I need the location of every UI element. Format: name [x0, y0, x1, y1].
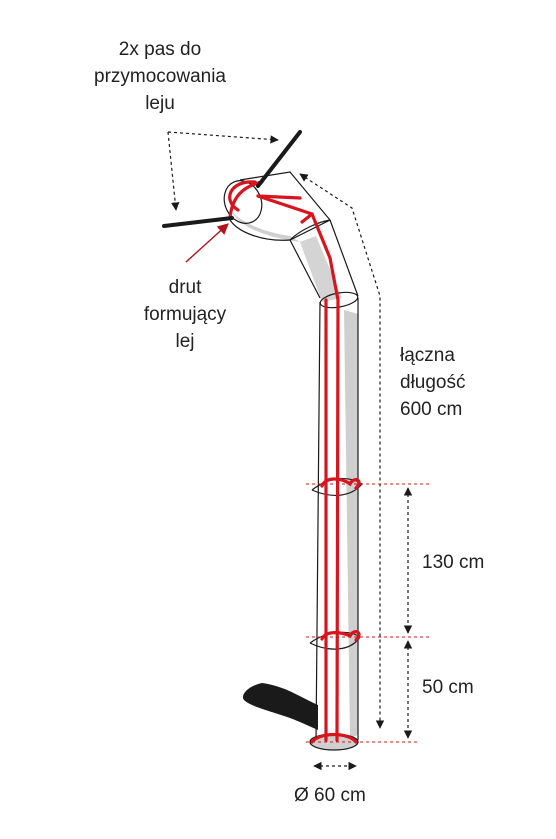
wire-label-line-2: formujący	[144, 304, 227, 325]
dashed-arrow-icon	[167, 131, 279, 211]
total-length-label: łączna długość 600 cm	[400, 345, 466, 420]
segment-upper-label: 130 cm	[422, 552, 484, 573]
diameter-label: Ø 60 cm	[294, 785, 366, 806]
red-wire	[228, 180, 361, 744]
total-length-line-3: 600 cm	[400, 399, 462, 420]
strap-label: 2x pas do przymocowania leju	[94, 39, 226, 114]
segment-dimension-arrows	[313, 487, 413, 771]
ground-shadow	[242, 683, 318, 730]
total-length-arrow	[299, 173, 385, 729]
wire-label: drut formujący lej	[144, 277, 227, 352]
total-length-line-1: łączna	[400, 345, 455, 366]
segment-lower-label: 50 cm	[422, 677, 474, 698]
wire-label-line-3: lej	[175, 331, 194, 352]
strap-label-line-3: leju	[145, 93, 175, 114]
red-arrow-icon	[185, 223, 229, 263]
wire-label-line-1: drut	[169, 277, 202, 298]
red-guides	[306, 483, 430, 743]
total-length-line-2: długość	[400, 372, 466, 393]
strap-lines	[162, 130, 302, 228]
tube-outline	[223, 171, 363, 751]
strap-label-line-1: 2x pas do	[119, 39, 201, 60]
strap-label-line-2: przymocowania	[94, 66, 226, 87]
